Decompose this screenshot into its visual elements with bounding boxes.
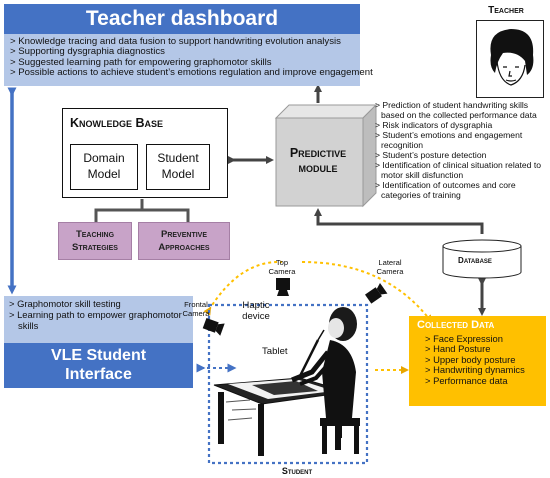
predictive-item: > Identification of clinical situation r… (375, 160, 542, 180)
lateral-camera-line: Camera (376, 267, 404, 276)
frontal-camera-label: Frontal Camera (176, 300, 216, 318)
knowledge-base-title: Knowledge Base (70, 116, 164, 130)
collected-data-item: > Handwriting dynamics (425, 364, 525, 376)
teaching-strategies-line: Strategies (72, 242, 118, 253)
top-camera-line: Top (275, 258, 289, 267)
student-model-box: Student Model (146, 144, 210, 190)
predictive-module-label: Predictive module (278, 146, 358, 176)
teaching-strategies-box: Teaching Strategies (58, 222, 132, 260)
lateral-camera-label: Lateral Camera (368, 258, 412, 276)
predictive-item: > Risk indicators of dysgraphia (375, 120, 493, 130)
camera-arc-left (203, 260, 283, 316)
collected-data-item: > Face Expression (425, 332, 503, 344)
frontal-camera-line: Frontal (184, 300, 208, 309)
teaching-strategies-line: Teaching (75, 229, 115, 240)
vle-title-line: VLE Student (50, 347, 147, 364)
domain-model-line: Model (87, 167, 121, 181)
teacher-dashboard-title: Teacher dashboard (4, 4, 360, 34)
teacher-label: Teacher (488, 5, 524, 16)
vle-title: VLE Student Interface (4, 343, 193, 388)
haptic-device-label: Haptic device (226, 300, 286, 322)
predictive-item: > Student’s emotions and engagement reco… (375, 130, 523, 150)
top-camera-label: Top Camera (262, 258, 302, 276)
vle-title-line: Interface (65, 366, 132, 383)
collected-data-box: Collected Data > Face Expression > Hand … (409, 316, 546, 406)
db-pm-connector (314, 208, 484, 234)
predictive-item: > Identification of outcomes and core ca… (375, 180, 516, 200)
student-model-line: Model (161, 167, 195, 181)
haptic-line: device (242, 311, 270, 322)
haptic-line: Haptic (242, 300, 270, 311)
predictive-module-box (274, 103, 378, 208)
collected-data-item: > Upper body posture (425, 353, 516, 365)
teacher-face-icon (490, 29, 534, 86)
predictive-item: > Prediction of student handwriting skil… (375, 100, 537, 120)
teacher-item: > Knowledge tracing and data fusion to s… (10, 36, 341, 47)
student-scene-frame (207, 303, 369, 465)
predictive-item: > Student’s posture detection (375, 150, 487, 160)
collected-data-item: > Performance data (425, 374, 508, 386)
tablet-label: Tablet (262, 346, 288, 357)
preventive-approaches-line: Preventive (160, 229, 207, 240)
teacher-item: > Possible actions to achieve student’s … (10, 67, 373, 79)
student-label: Student (281, 466, 313, 476)
vle-item: > Learning path to empower graphomotor s… (9, 308, 182, 331)
teacher-item: > Supporting dysgraphia diagnostics (10, 46, 165, 58)
teacher-item: > Suggested learning path for empowering… (10, 56, 272, 68)
predictive-module-line: module (298, 161, 338, 175)
teacher-portrait (476, 20, 544, 98)
preventive-approaches-line: Approaches (158, 242, 210, 253)
collected-data-list: > Face Expression > Hand Posture > Upper… (417, 332, 538, 387)
database-cylinder (442, 239, 522, 279)
student-sketch (213, 307, 360, 456)
strategies-kb-connector (94, 199, 190, 222)
vle-items: > Graphomotor skill testing > Learning p… (4, 296, 193, 343)
domain-model-box: Domain Model (70, 144, 138, 190)
collected-data-item: > Hand Posture (425, 343, 491, 355)
frontal-camera-line: Camera (182, 309, 210, 318)
teacher-dashboard-items: > Knowledge tracing and data fusion to s… (4, 34, 373, 86)
vle-item: > Graphomotor skill testing (9, 298, 121, 309)
database-label: Database (458, 256, 492, 265)
top-camera-icon (276, 278, 290, 296)
lateral-camera-line: Lateral (378, 258, 402, 267)
frontal-camera-icon (202, 317, 225, 336)
top-camera-line: Camera (268, 267, 296, 276)
lateral-camera-icon (365, 282, 388, 304)
preventive-approaches-box: Preventive Approaches (138, 222, 230, 260)
camera-arc-right (301, 261, 433, 324)
domain-model-line: Domain (83, 151, 125, 165)
student-model-line: Student (157, 151, 199, 165)
predictive-module-list: > Prediction of student handwriting skil… (375, 100, 547, 200)
collected-data-title: Collected Data (417, 319, 495, 331)
predictive-module-line: Predictive (289, 146, 347, 160)
